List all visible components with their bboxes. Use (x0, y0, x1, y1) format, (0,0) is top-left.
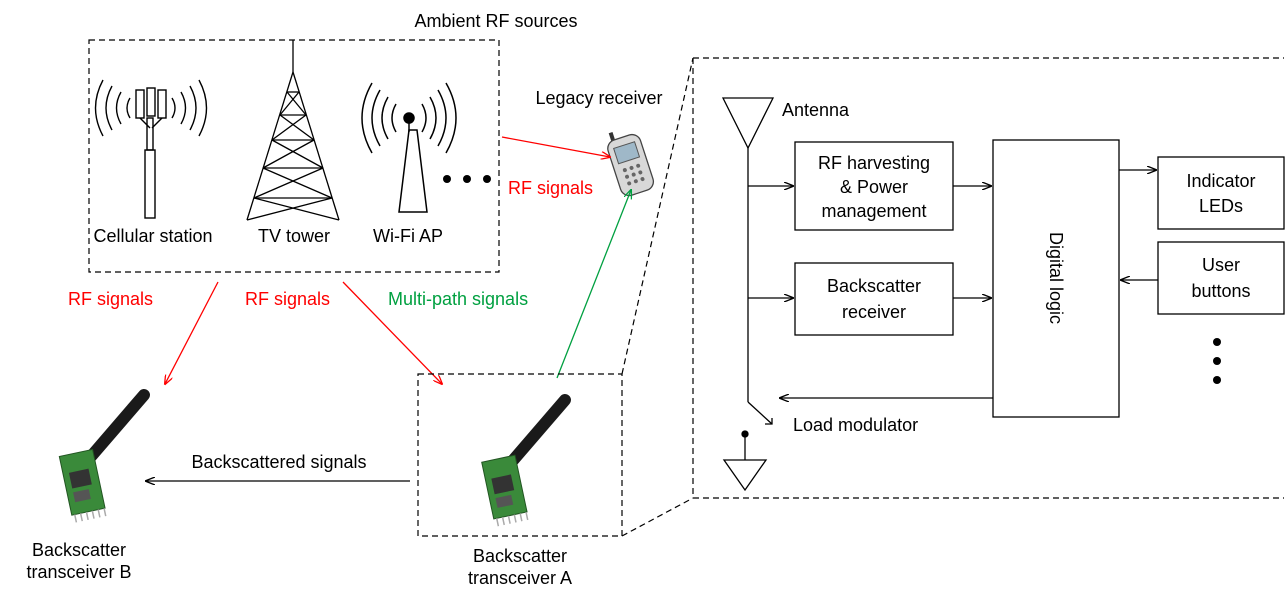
digital-logic-label: Digital logic (1046, 232, 1066, 324)
mobile-phone-icon (607, 132, 655, 197)
more-peripherals-dots (1213, 338, 1221, 384)
tv-tower-icon (246, 40, 340, 221)
rf-signals-legacy-label: RF signals (508, 178, 593, 198)
rf-signals-a-label: RF signals (245, 289, 330, 309)
backscatter-receiver-label-1: Backscatter (827, 276, 921, 296)
ambient-sources-box (88, 39, 500, 273)
user-buttons-label-1: User (1202, 255, 1240, 275)
cellular-station-label: Cellular station (93, 226, 212, 246)
transceiver-b-label-1: Backscatter (32, 540, 126, 560)
transceiver-a-box (417, 373, 623, 537)
wifi-ap-icon (361, 82, 457, 213)
backscatter-receiver-block (794, 262, 954, 336)
user-buttons-block (1157, 241, 1285, 315)
load-modulator-switch (741, 401, 773, 460)
rf-signals-b-label: RF signals (68, 289, 153, 309)
antenna-label: Antenna (782, 100, 850, 120)
transceiver-module-icon (58, 389, 150, 523)
indicator-leds-block (1157, 156, 1285, 230)
multipath-arrow (556, 190, 631, 379)
transceiver-b-label-2: transceiver B (26, 562, 131, 582)
tv-tower-label: TV tower (258, 226, 330, 246)
rf-harvesting-label-2: & Power (840, 177, 908, 197)
ambient-sources-title: Ambient RF sources (414, 11, 577, 31)
rf-harvesting-block (794, 141, 954, 231)
transceiver-module-icon (481, 394, 571, 527)
load-modulator-label: Load modulator (793, 415, 918, 435)
rf-harvesting-label-3: management (821, 201, 926, 221)
rf-arrow-to-b (165, 281, 219, 384)
backscattered-signals-label: Backscattered signals (191, 452, 366, 472)
user-buttons-label-2: buttons (1191, 281, 1250, 301)
zoom-line-bottom (621, 497, 694, 537)
digital-logic-block (992, 139, 1120, 418)
multipath-signals-label: Multi-path signals (388, 289, 528, 309)
rf-arrow-to-a (342, 281, 442, 384)
transceiver-a-label-2: transceiver A (468, 568, 572, 588)
zoom-line-top (621, 57, 694, 375)
indicator-label-1: Indicator (1186, 171, 1255, 191)
cellular-tower-icon (94, 79, 208, 219)
indicator-label-2: LEDs (1199, 196, 1243, 216)
zoom-panel-border (692, 58, 1284, 499)
antenna-symbol-icon (721, 97, 775, 402)
rf-harvesting-label-1: RF harvesting (818, 153, 930, 173)
transceiver-a-label-1: Backscatter (473, 546, 567, 566)
ellipsis-dots (443, 175, 491, 183)
legacy-receiver-label: Legacy receiver (535, 88, 662, 108)
ground-symbol-icon (722, 459, 768, 492)
rf-arrow-to-legacy (501, 136, 610, 157)
wifi-ap-label: Wi-Fi AP (373, 226, 443, 246)
backscatter-receiver-label-2: receiver (842, 302, 906, 322)
